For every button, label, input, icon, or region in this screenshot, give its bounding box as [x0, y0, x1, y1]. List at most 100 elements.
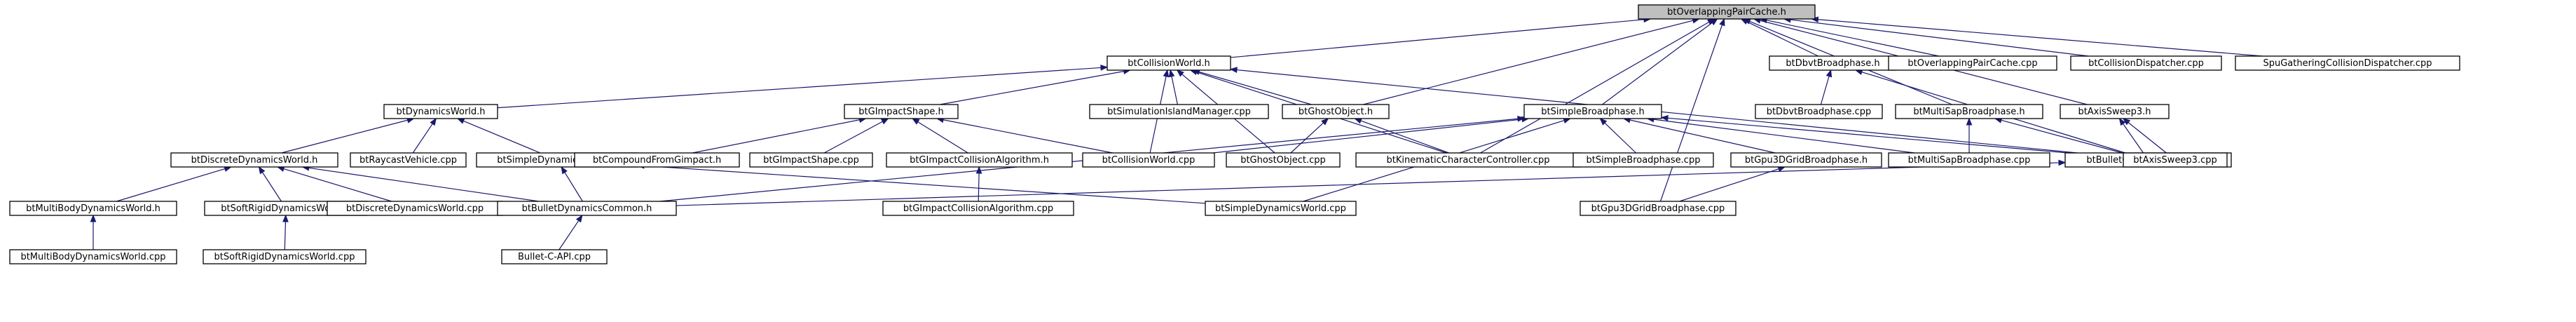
edge-line — [261, 172, 282, 202]
edge-ddw_h-to-bdc_h — [301, 165, 539, 202]
node-btgimpactcollisionalgorithm-h[interactable]: btGImpactCollisionAlgorithm.h — [886, 152, 1073, 168]
node-btsoftrigiddynamicsworld-h[interactable]: btSoftRigidDynamicsWorld.h — [204, 201, 368, 216]
node-btkinematiccharactercontroller-cpp[interactable]: btKinematicCharacterController.cpp — [1355, 152, 1581, 168]
edge-line — [281, 119, 408, 154]
edge-line — [692, 119, 860, 154]
edge-cw_h-to-gis_h — [940, 68, 1131, 105]
edge-line — [116, 168, 226, 202]
edge-arrowhead — [90, 214, 97, 222]
node-btgpu3dgridbroadphase-cpp[interactable]: btGpu3DGridBroadphase.cpp — [1580, 201, 1736, 216]
edge-dw_h-to-ddw_h — [281, 117, 415, 154]
edge-ddw_h-to-srdw_h — [258, 166, 282, 202]
edge-line — [1766, 20, 1940, 57]
edge-arrowhead — [1719, 18, 1725, 27]
node-label: btMultiBodyDynamicsWorld.h — [26, 203, 160, 214]
node-box — [886, 152, 1073, 168]
node-label: btSimpleBroadphase.h — [1541, 107, 1645, 117]
node-btgimpactcollisionalgorithm-cpp[interactable]: btGImpactCollisionAlgorithm.cpp — [882, 201, 1074, 216]
edge-arrowhead — [1168, 69, 1175, 78]
edge-gis_h-to-cfg_cpp — [692, 116, 867, 154]
edge-go_h-to-go_cpp — [1290, 118, 1329, 154]
node-btoverlappingpaircache-h[interactable]: btOverlappingPairCache.h — [1638, 4, 1816, 20]
node-box — [574, 152, 740, 168]
edge-arrowhead — [975, 166, 982, 174]
edge-line — [1820, 76, 1830, 105]
node-btdiscretedynamicsworld-cpp[interactable]: btDiscreteDynamicsWorld.cpp — [327, 201, 503, 216]
node-box — [882, 201, 1074, 216]
edge-arrowhead — [1321, 118, 1329, 126]
node-btsimulationislandmanager-cpp[interactable]: btSimulationIslandManager.cpp — [1089, 104, 1269, 119]
edge-line — [1171, 76, 1178, 105]
edge-arrowhead — [2122, 118, 2131, 126]
node-btaxissweep3-h[interactable]: btAxisSweep3.h — [2060, 104, 2170, 119]
node-box — [383, 104, 498, 119]
edge-dw_h-to-sdw_h — [456, 118, 541, 154]
edge-root-to-cd_cpp — [1783, 16, 2089, 57]
node-btsoftrigiddynamicsworld-cpp[interactable]: btSoftRigidDynamicsWorld.cpp — [203, 249, 366, 264]
node-label: btGpu3DGridBroadphase.h — [1745, 155, 1868, 166]
node-btghostobject-h[interactable]: btGhostObject.h — [1282, 104, 1390, 119]
node-btsimpledynamicsworld-cpp[interactable]: btSimpleDynamicsWorld.cpp — [1205, 201, 1357, 216]
node-box — [1573, 152, 1714, 168]
node-btmultibodydynamicsworld-cpp[interactable]: btMultiBodyDynamicsWorld.cpp — [9, 249, 177, 264]
edge-arrowhead — [1163, 69, 1170, 78]
edge-line — [463, 120, 541, 154]
edge-line — [643, 165, 1206, 204]
edge-line — [943, 119, 1113, 154]
edge-line — [564, 172, 583, 202]
node-btmultibodydynamicsworld-h[interactable]: btMultiBodyDynamicsWorld.h — [9, 201, 177, 216]
edge-arrowhead — [1966, 117, 1973, 126]
node-box — [1089, 104, 1269, 119]
node-box — [2070, 55, 2222, 71]
node-btaxissweep3-cpp[interactable]: btAxisSweep3.cpp — [2123, 152, 2228, 168]
node-btcollisiondispatcher-cpp[interactable]: btCollisionDispatcher.cpp — [2070, 55, 2222, 71]
node-label: btOverlappingPairCache.h — [1667, 7, 1786, 18]
node-btcompoundfromgimpact-h[interactable]: btCompoundFromGimpact.h — [574, 152, 740, 168]
node-label: btSimpleDynamicsWorld.cpp — [1215, 203, 1346, 214]
node-btsimplebroadphase-cpp[interactable]: btSimpleBroadphase.cpp — [1573, 152, 1714, 168]
node-btbulletdynamicscommon-h[interactable]: btBulletDynamicsCommon.h — [497, 201, 677, 216]
edge-sdw_h-to-sdw_cpp — [636, 162, 1206, 204]
node-label: btGhostObject.h — [1299, 107, 1373, 117]
edge-line — [1602, 22, 1713, 105]
edge-line — [2001, 119, 2123, 154]
node-btoverlappingpaircache-cpp[interactable]: btOverlappingPairCache.cpp — [1888, 55, 2057, 71]
node-label: btGImpactCollisionAlgorithm.h — [910, 155, 1049, 166]
edge-arrowhead — [258, 166, 266, 175]
edge-line — [1790, 19, 2089, 57]
edge-arrowhead — [1176, 69, 1184, 77]
node-btsimplebroadphase-h[interactable]: btSimpleBroadphase.h — [1523, 104, 1662, 119]
node-spugatheringcollisiondispatcher-cpp[interactable]: SpuGatheringCollisionDispatcher.cpp — [2235, 55, 2460, 71]
node-box — [844, 104, 959, 119]
edge-line — [1198, 71, 1312, 105]
edge-arrowhead — [282, 214, 289, 222]
edge-arrowhead — [1707, 18, 1715, 25]
node-label: btGpu3DGridBroadphase.cpp — [1591, 203, 1725, 214]
node-box — [1580, 201, 1736, 216]
node-btdbvtbroadphase-cpp[interactable]: btDbvtBroadphase.cpp — [1755, 104, 1883, 119]
edge-gis_h-to-cw_cpp — [936, 116, 1113, 154]
node-btgimpactshape-cpp[interactable]: btGImpactShape.cpp — [749, 152, 873, 168]
node-btraycastvehicle-cpp[interactable]: btRaycastVehicle.cpp — [350, 152, 467, 168]
node-btmultisapbroadphase-h[interactable]: btMultiSapBroadphase.h — [1895, 104, 2043, 119]
edge-line — [1659, 25, 1723, 202]
edge-line — [1679, 168, 1779, 202]
node-btdbvtbroadphase-h[interactable]: btDbvtBroadphase.h — [1769, 55, 1897, 71]
node-btgpu3dgridbroadphase-h[interactable]: btGpu3DGridBroadphase.h — [1730, 152, 1882, 168]
edge-gis_h-to-gica_h — [912, 118, 968, 154]
node-box — [9, 201, 177, 216]
node-btgimpactshape-h[interactable]: btGImpactShape.h — [844, 104, 959, 119]
node-btghostobject-cpp[interactable]: btGhostObject.cpp — [1226, 152, 1341, 168]
node-btcollisionworld-cpp[interactable]: btCollisionWorld.cpp — [1082, 152, 1215, 168]
node-btcollisionworld-h[interactable]: btCollisionWorld.h — [1107, 55, 1231, 71]
node-btdynamicsworld-h[interactable]: btDynamicsWorld.h — [383, 104, 498, 119]
node-btmultisapbroadphase-cpp[interactable]: btMultiSapBroadphase.cpp — [1888, 152, 2050, 168]
edge-line — [283, 168, 392, 202]
node-bullet-c-api-cpp[interactable]: Bullet-C-API.cpp — [501, 249, 608, 264]
node-box — [497, 201, 677, 216]
node-label: btGhostObject.cpp — [1240, 155, 1326, 166]
node-btdiscretedynamicsworld-h[interactable]: btDiscreteDynamicsWorld.h — [170, 152, 338, 168]
edge-line — [1653, 119, 1915, 154]
edge-cw_h-to-go_h — [1192, 69, 1312, 105]
